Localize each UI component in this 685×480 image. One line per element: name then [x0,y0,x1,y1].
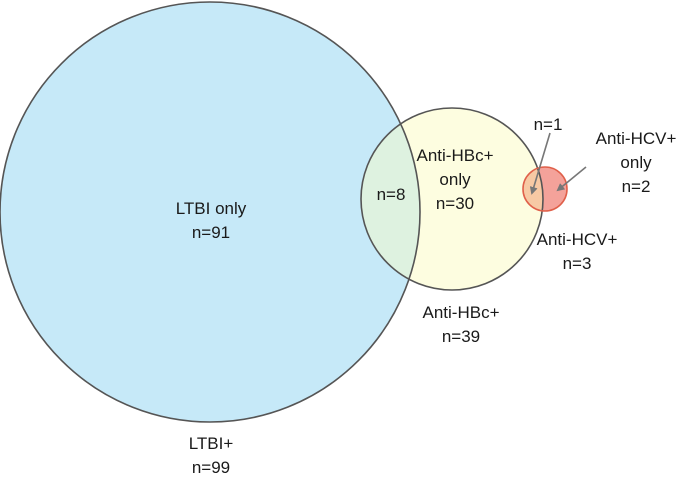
ltbi-set-label: LTBI+ [189,434,234,453]
anti-hcv-set-count: n=3 [563,254,592,273]
hbc-only-label: Anti-HBc+ [417,146,494,165]
hbc-only-count: n=30 [436,194,474,213]
hbc-hcv-overlap [523,167,543,211]
anti-hbc-circle-outline [360,107,544,291]
ltbi-hbc-count: n=8 [377,185,406,204]
hcv-only-sublabel: only [620,153,652,172]
n1-arrow [529,132,551,195]
ltbi-set-count: n=99 [192,458,230,477]
hcv-only-arrow [556,166,587,192]
anti-hcv-set-label: Anti-HCV+ [537,230,618,249]
ltbi-only-label: LTBI only [176,199,247,218]
anti-hbc-set-count: n=39 [442,327,480,346]
ltbi-only-count: n=91 [192,223,230,242]
ltbi-hbc-overlap [361,108,420,290]
hcv-only-label: Anti-HCV+ [596,129,677,148]
ltbi-circle [0,2,420,422]
hbc-hcv-count: n=1 [534,115,563,134]
anti-hbc-set-label: Anti-HBc+ [423,303,500,322]
hcv-only-count: n=2 [622,177,651,196]
anti-hcv-circle-outline [522,166,568,212]
hbc-only-sublabel: only [439,170,471,189]
ltbi-circle-outline [0,1,421,423]
